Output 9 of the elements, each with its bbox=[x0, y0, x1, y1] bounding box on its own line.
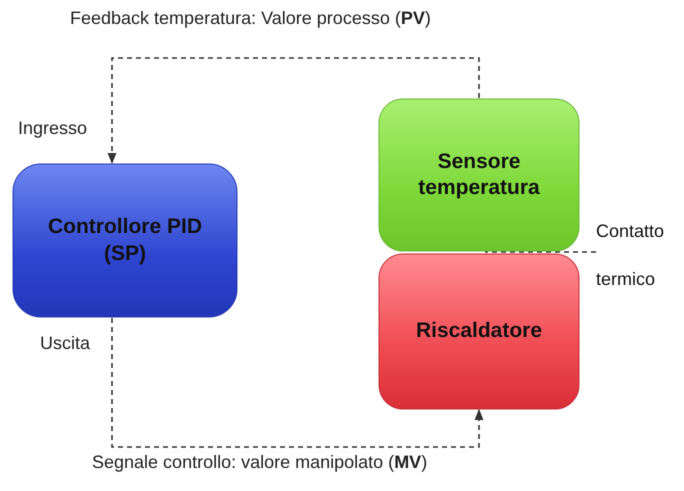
edge-label: Feedback temperatura: Valore processo (PV) bbox=[70, 8, 431, 29]
node-label: Sensore temperatura bbox=[417, 148, 541, 201]
node-label: Controllore PID (SP) bbox=[46, 214, 203, 266]
leader-line bbox=[485, 251, 596, 253]
edge-label: Segnale controllo: valore manipolato (MV) bbox=[92, 452, 428, 473]
arrow bbox=[111, 318, 484, 448]
node-label: Riscaldatore bbox=[414, 318, 544, 344]
note-label: Contatto termico bbox=[596, 220, 666, 291]
arrow bbox=[108, 57, 480, 164]
